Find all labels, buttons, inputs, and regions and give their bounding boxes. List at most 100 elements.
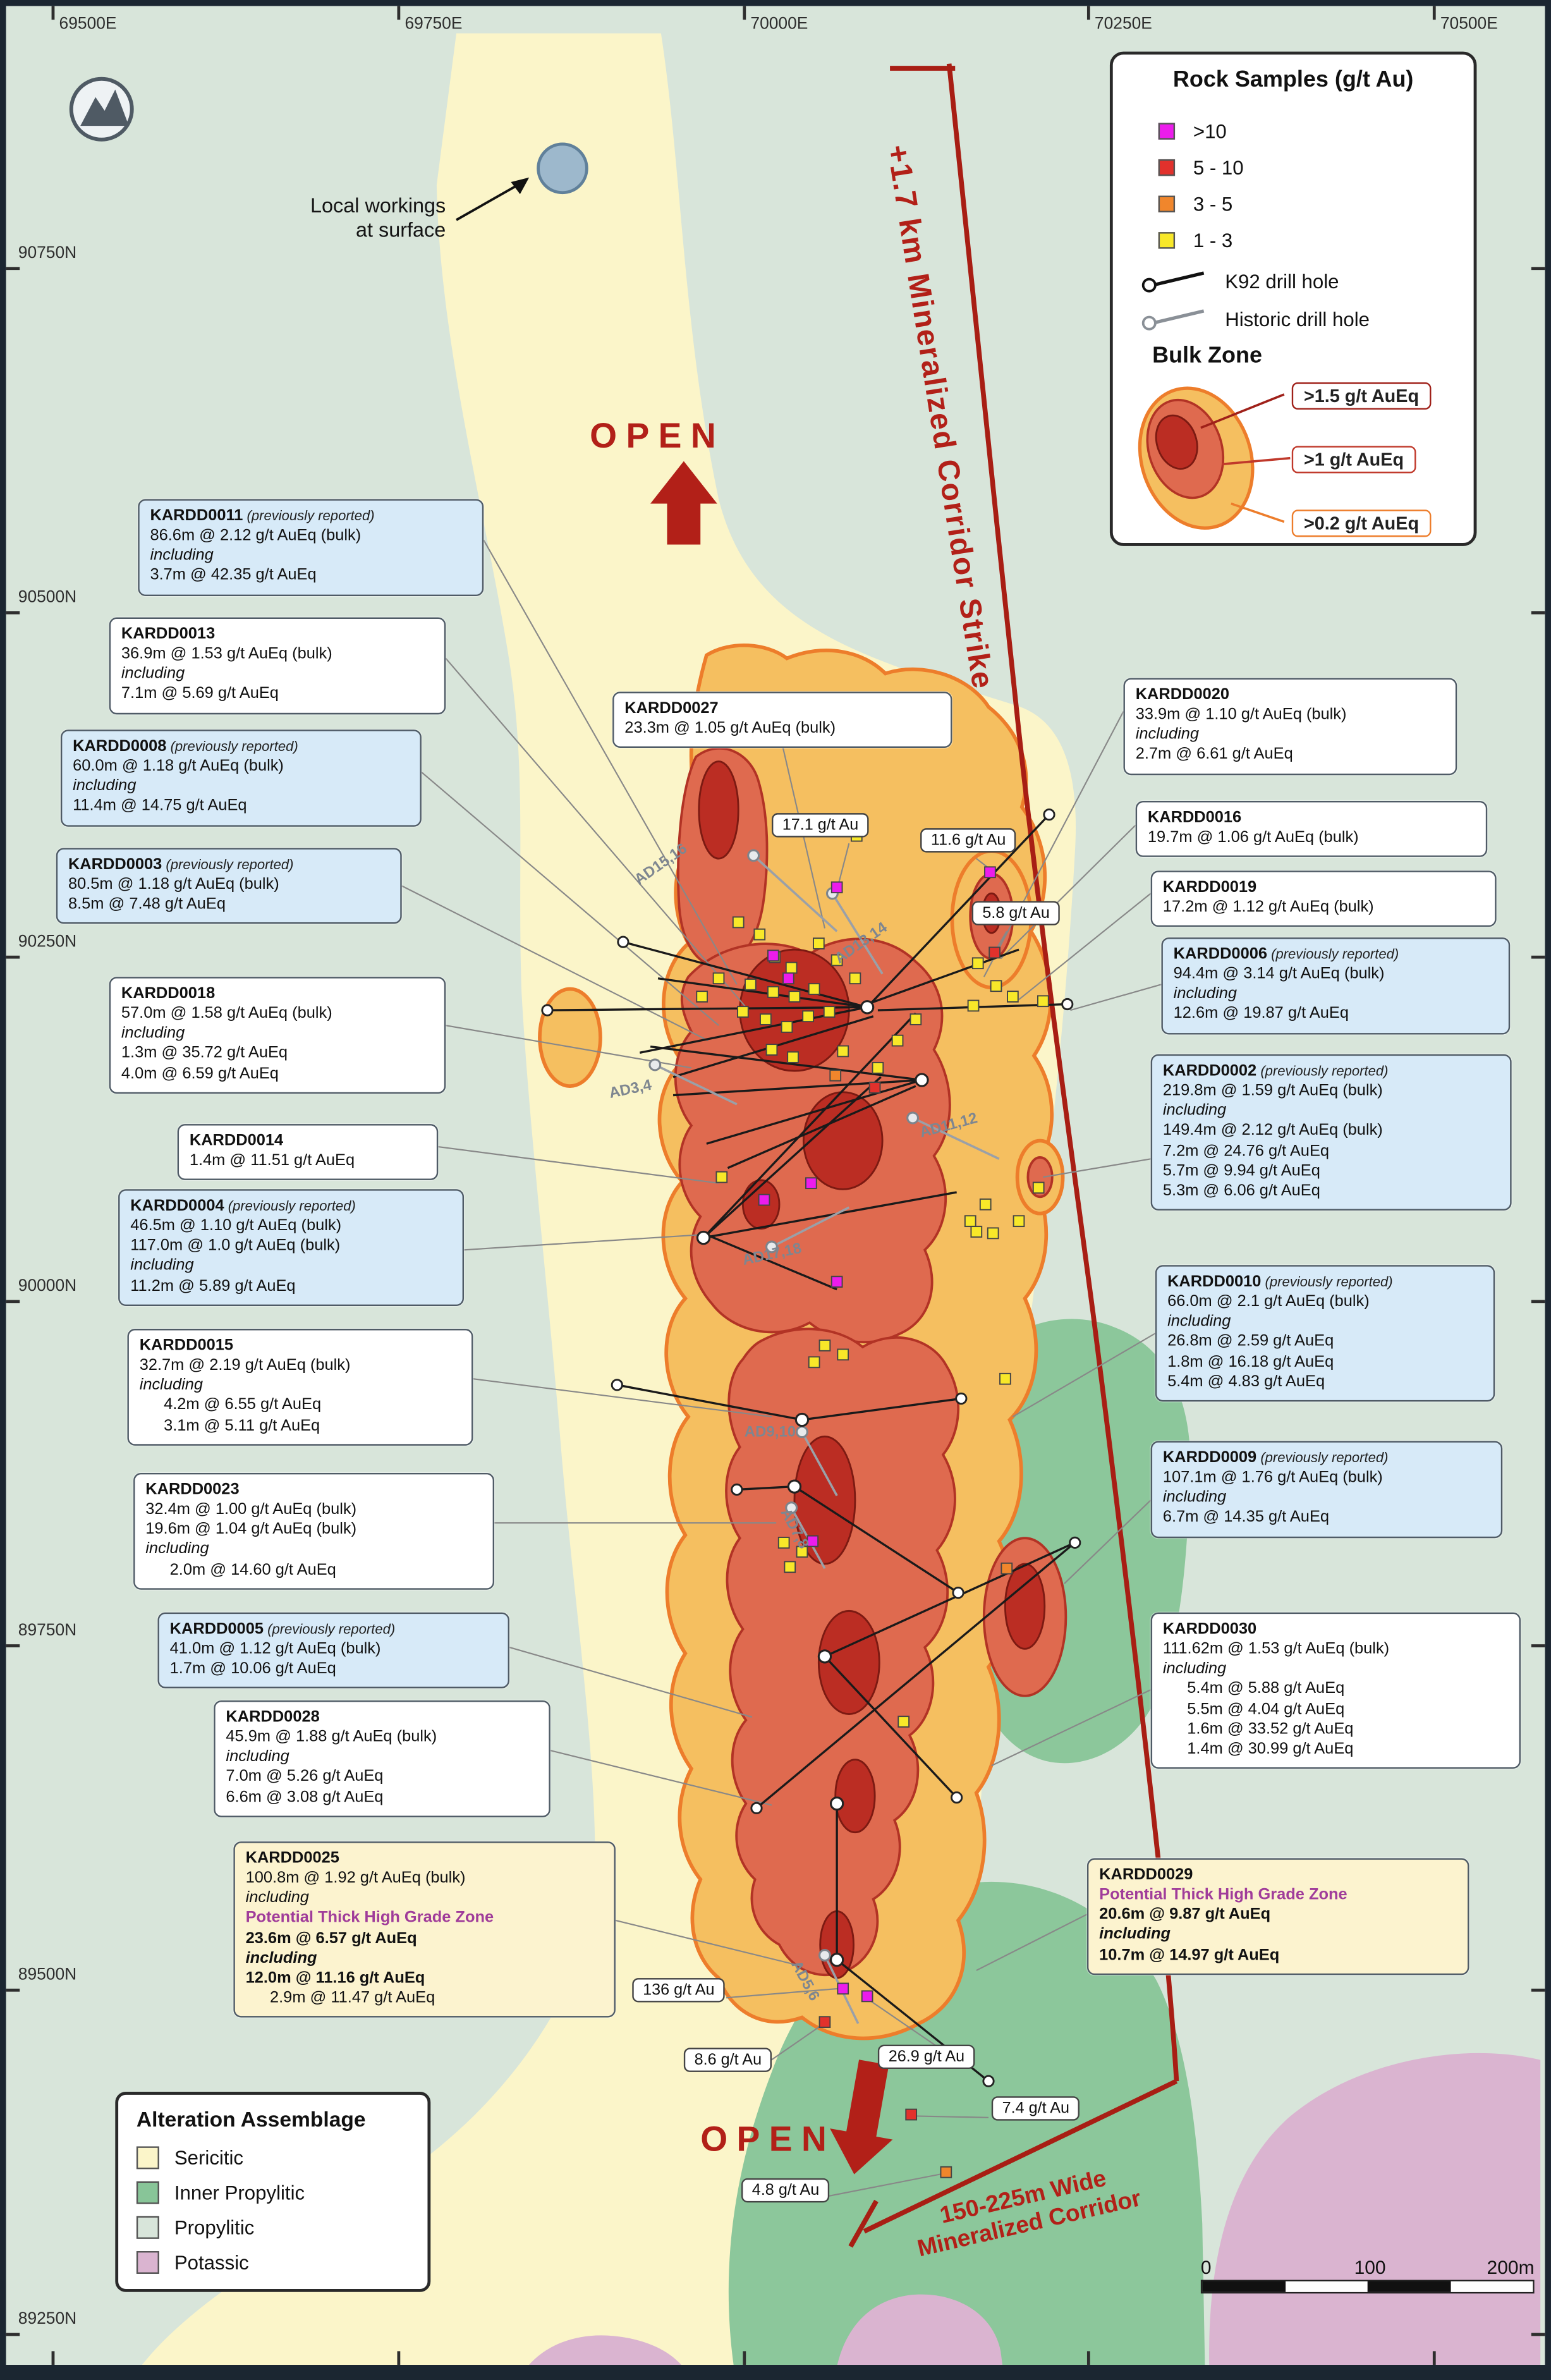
assay-line: including [150,546,214,565]
rock-sample-square [802,1010,814,1023]
assay-line: 20.6m @ 9.87 g/t AuEq [1099,1905,1271,1924]
leader-line [421,771,719,1026]
rock-sample-square [967,999,980,1012]
drill-end-circle [731,1483,743,1496]
callout-KARDD0002: KARDD0002 (previously reported)219.8m @ … [1150,1054,1512,1211]
rock-sample-square [712,972,725,985]
alteration-item: Inner Propylitic [136,2175,410,2210]
sample-color-swatch [1158,122,1176,139]
assay-line: 8.5m @ 7.48 g/t AuEq [68,895,226,914]
easting-tick-bottom [51,2351,54,2365]
callout-title: KARDD0023 [145,1480,482,1500]
local-workings-line1: Local workings [310,194,446,217]
rock-sample-square [777,1537,790,1549]
k92-drill-trace [794,1486,959,1594]
callout-title: KARDD0025 [246,1849,604,1869]
assay-line: 1.3m @ 35.72 g/t AuEq [121,1044,288,1063]
drill-collar [817,1649,832,1664]
alteration-swatch [136,2251,159,2274]
assay-line: 2.7m @ 6.61 g/t AuEq [1135,745,1293,764]
bulk-zone-label: >1 g/t AuEq [1291,446,1416,473]
rock-legend-item: >10 [1158,118,1227,142]
assay-line: 5.4m @ 4.83 g/t AuEq [1167,1372,1325,1391]
drill-collar [829,1953,844,1967]
assay-line: 60.0m @ 1.18 g/t AuEq (bulk) [73,757,284,776]
assay-line: including [245,1889,309,1907]
drill-end-circle [1061,998,1074,1011]
assay-line: including [226,1747,289,1766]
alteration-legend-title: Alteration Assemblage [136,2107,366,2132]
alteration-label: Propylitic [174,2216,255,2239]
k92-drill-trace [657,977,868,1008]
assay-line: including [121,664,185,683]
k92-drill-trace [617,1384,803,1421]
historic-collar [796,1425,808,1439]
rock-sample-square [787,1051,799,1063]
northing-tick-left [6,1988,20,1991]
easting-label: 69500E [59,15,117,34]
assay-line: 12.6m @ 19.87 g/t AuEq [1173,1004,1349,1023]
assay-line: 80.5m @ 1.18 g/t AuEq (bulk) [68,875,279,894]
northing-tick-right [1531,955,1545,958]
leader-line [995,931,1007,950]
drill-collar [787,1479,802,1494]
drillhole-id: KARDD0029 [1099,1865,1193,1884]
easting-tick-bottom [1432,2351,1435,2365]
leader-line [1070,984,1162,1011]
leader-line [1000,824,1136,960]
historic-collar [906,1111,920,1125]
sample-value-label: 5.8 g/t Au [971,901,1061,925]
assay-line: 23.3m @ 1.05 g/t AuEq (bulk) [624,719,836,738]
assay-line: 46.5m @ 1.10 g/t AuEq (bulk) [130,1216,342,1235]
rock-sample-square [988,946,1001,959]
alteration-item: Potassic [136,2245,410,2279]
rock-sample-square [964,1215,976,1228]
assay-line: 10.7m @ 14.97 g/t AuEq [1099,1945,1280,1964]
k92-drill-trace [824,1656,958,1798]
assay-line: including [245,1948,317,1967]
sample-color-swatch [1158,158,1176,176]
assay-line: 57.0m @ 1.58 g/t AuEq (bulk) [121,1004,332,1023]
assay-line: 7.1m @ 5.69 g/t AuEq [121,685,279,703]
assay-line: 219.8m @ 1.59 g/t AuEq (bulk) [1162,1082,1383,1101]
rock-sample-square [753,928,766,941]
bulk-zone-title: Bulk Zone [1152,343,1263,369]
northing-tick-left [6,2333,20,2336]
open-label-north: OPEN [590,415,726,455]
leader-line [483,539,738,985]
historic-drill-trace [771,1206,850,1248]
rock-sample-square [940,2166,952,2178]
rock-sample-square [765,1044,778,1056]
leader-line [1018,893,1152,1001]
callout-title: KARDD0003 (previously reported) [68,855,390,875]
easting-tick-top [1086,6,1090,20]
easting-label: 70250E [1094,15,1152,34]
assay-line: including [1173,984,1238,1003]
assay-line: 1.6m @ 33.52 g/t AuEq [1187,1719,1354,1738]
callout-KARDD0004: KARDD0004 (previously reported)46.5m @ 1… [118,1189,465,1306]
assay-line: 11.4m @ 14.75 g/t AuEq [73,796,247,815]
sample-value-label: 26.9 g/t Au [877,2044,975,2070]
sample-range-label: >10 [1193,119,1227,142]
assay-line: 4.2m @ 6.55 g/t AuEq [164,1396,322,1415]
local-workings-marker [456,142,588,221]
previously-reported-note: (previously reported) [224,1198,356,1214]
drillhole-id: KARDD0005 [169,1620,264,1639]
sample-value-label: 11.6 g/t Au [920,828,1017,853]
rock-sample-square [760,1013,772,1025]
northing-tick-right [1531,267,1545,270]
drillhole-id: KARDD0028 [226,1707,320,1726]
assay-line: 2.0m @ 14.60 g/t AuEq [169,1559,336,1578]
k92-drill-trace [623,941,868,1008]
leader-line [983,711,1124,977]
assay-line: 19.6m @ 1.04 g/t AuEq (bulk) [145,1520,357,1539]
assay-line: 32.4m @ 1.00 g/t AuEq (bulk) [145,1500,357,1519]
leader-line [726,1987,839,1999]
rock-legend-title: Rock Samples (g/t Au) [1172,66,1414,93]
drill-end-circle [617,936,630,948]
northing-label: 89750N [18,1621,77,1640]
